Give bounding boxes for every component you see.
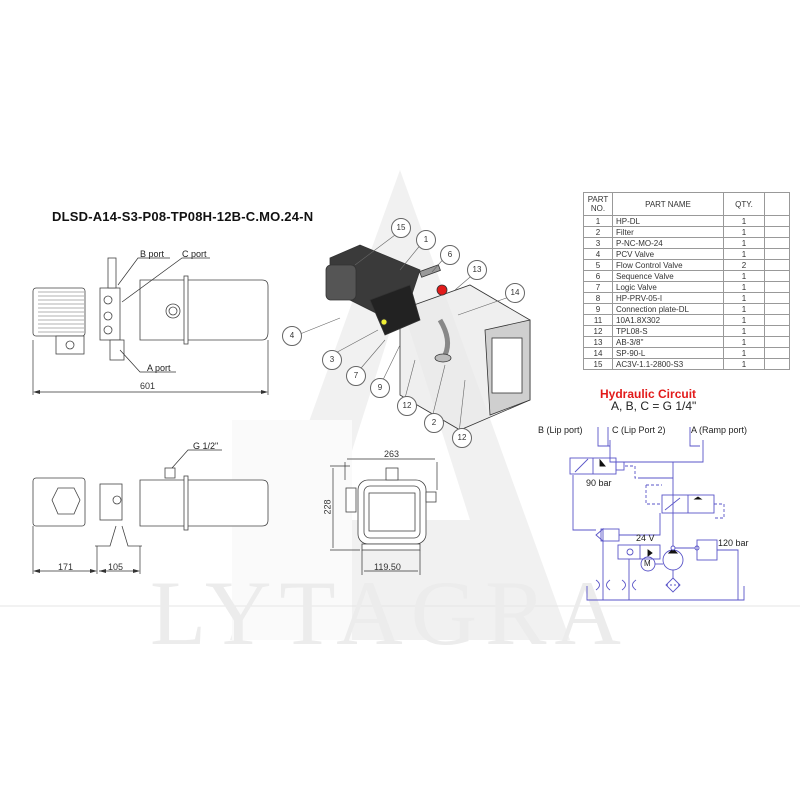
- model-code-title: DLSD-A14-S3-P08-TP08H-12B-C.MO.24-N: [52, 209, 314, 224]
- callout-6: 6: [440, 245, 460, 265]
- callout-3: 3: [322, 350, 342, 370]
- header-qty: QTY.: [723, 192, 765, 216]
- dim-width: 263: [384, 449, 400, 459]
- watermark-text: LYTAGRA: [150, 562, 629, 664]
- callout-14: 14: [505, 283, 525, 303]
- callout-4: 4: [282, 326, 302, 346]
- port-a-label: A (Ramp port): [691, 425, 748, 435]
- hydraulic-circuit-subtitle: A, B, C = G 1/4": [611, 399, 697, 413]
- callout-2: 2: [424, 413, 444, 433]
- callout-12b: 12: [452, 428, 472, 448]
- relief-pressure-label: 120 bar: [718, 538, 749, 548]
- port-c-label: C (Lip Port 2): [612, 425, 666, 435]
- b-port-label: B port: [140, 249, 165, 259]
- dim-mount-spacing: 105: [108, 562, 124, 572]
- voltage-label: 24 V: [636, 533, 655, 543]
- callout-12a: 12: [397, 396, 417, 416]
- callout-7: 7: [346, 366, 366, 386]
- callout-1: 1: [416, 230, 436, 250]
- callout-13: 13: [467, 260, 487, 280]
- motor-label: M: [644, 559, 651, 568]
- port-b-label: B (Lip port): [538, 425, 583, 435]
- dim-motor-offset: 171: [58, 562, 74, 572]
- filler-port-label: G 1/2": [193, 441, 219, 451]
- callout-9: 9: [370, 378, 390, 398]
- dim-base-width: 119.50: [374, 562, 401, 572]
- c-port-label: C port: [182, 249, 207, 259]
- callout-15: 15: [391, 218, 411, 238]
- sequence-pressure-label: 90 bar: [586, 478, 612, 488]
- dim-overall-length: 601: [140, 381, 156, 391]
- a-port-label: A port: [147, 363, 171, 373]
- hydraulic-circuit-title: Hydraulic Circuit: [600, 387, 697, 401]
